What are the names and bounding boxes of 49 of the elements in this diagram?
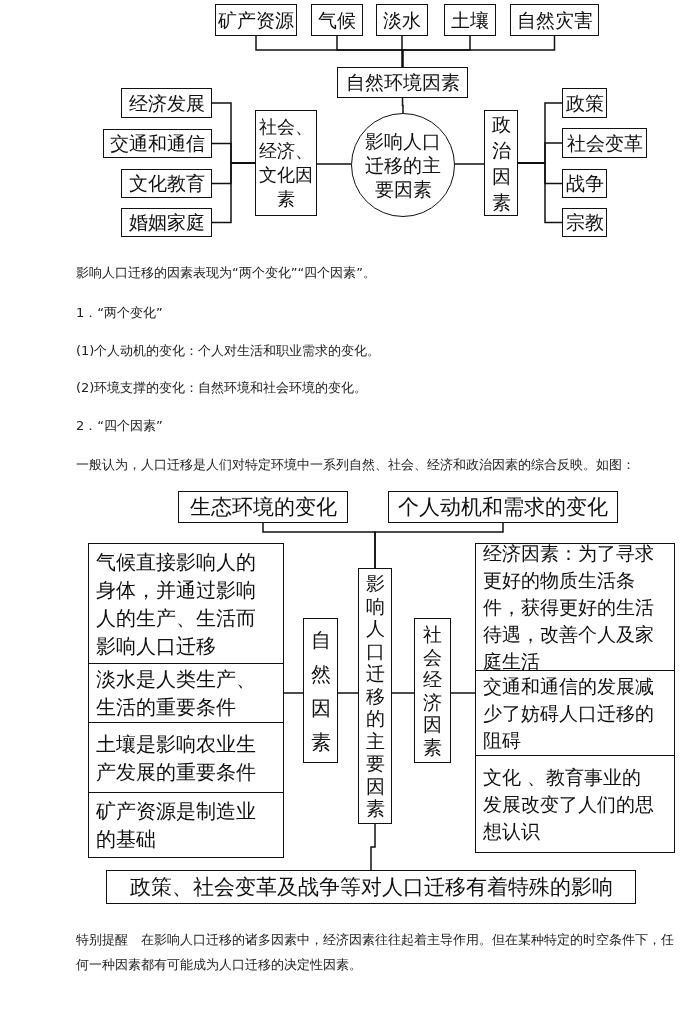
- paragraph: 1．“两个变化”: [76, 304, 164, 322]
- text-cell: 淡水是人类生产、生活的重要条件: [88, 663, 284, 723]
- text-box: 宗教: [562, 208, 607, 237]
- text-box: 淡水: [376, 4, 428, 36]
- connector-line: [401, 97, 404, 114]
- text-cell: 气候直接影响人的身体，并通过影响人的生产、生活而影响人口迁移: [88, 543, 284, 664]
- text-box: 经济发展: [121, 88, 212, 118]
- paragraph: 影响人口迁移的因素表现为“两个变化”“四个因素”。: [76, 264, 377, 282]
- circle-node: 影响人口迁移的主要因素: [351, 113, 455, 217]
- connector-line: [450, 692, 476, 694]
- paragraph: 2．“四个因素”: [76, 417, 164, 435]
- text-box: 交通和通信: [103, 129, 212, 158]
- text-box: 矿产资源: [215, 4, 297, 36]
- paragraph: (1)个人动机的变化：个人对生活和职业需求的变化。: [76, 342, 382, 360]
- text-box: 土壤: [444, 4, 496, 36]
- text-box: 社会经济因素: [414, 618, 451, 763]
- paragraph: 特别提醒 在影响人口迁移的诸多因素中，经济因素往往起着主导作用。但在某种特定的时空条件下，任何一种因素都有可能成为人口迁移的决定性因素。: [76, 931, 675, 974]
- text-box: 影响人口迁移的主要因素: [358, 568, 392, 824]
- text-box: 个人动机和需求的变化: [388, 491, 618, 523]
- text-box: 政策: [562, 88, 607, 118]
- text-cell: 土壤是影响农业生产发展的重要条件: [88, 722, 284, 793]
- text-box: 生态环境的变化: [178, 491, 348, 523]
- text-cell: 交通和通信的发展减少了妨碍人口迁移的阻碍: [475, 670, 675, 756]
- text-box: 自然因素: [303, 618, 338, 763]
- paragraph: 一般认为，人口迁移是人们对特定环境中一系列自然、社会、经济和政治因素的综合反映。如图：: [76, 456, 636, 474]
- text-box: 气候: [311, 4, 363, 36]
- text-box: 自然灾害: [510, 4, 599, 36]
- connector-line: [517, 162, 563, 224]
- connector-line: [374, 522, 504, 569]
- text-cell: 经济因素：为了寻求更好的物质生活条件，获得更好的生活待遇，改善个人及家庭生活: [475, 543, 675, 671]
- text-box: 政治因素: [484, 110, 518, 216]
- text-box: 战争: [562, 169, 607, 198]
- connector-line: [401, 35, 556, 68]
- text-box: 社会变革: [562, 128, 647, 158]
- connector-line: [337, 692, 359, 694]
- connector-line: [283, 692, 304, 694]
- connector-line: [370, 823, 376, 871]
- text-box: 文化教育: [121, 169, 212, 198]
- paragraph: (2)环境支撑的变化：自然环境和社会环境的变化。: [76, 379, 369, 397]
- text-cell: 文化 、教育事业的发展改变了人们的思想认识: [475, 755, 675, 853]
- text-cell: 矿产资源是制造业的基础: [88, 792, 284, 858]
- connector-line: [316, 163, 352, 165]
- text-box: 婚姻家庭: [121, 208, 212, 237]
- text-box: 社会、经济、文化因素: [255, 110, 317, 216]
- text-box: 政策、社会变革及战争等对人口迁移有着特殊的影响: [106, 870, 636, 904]
- text-box: 自然环境因素: [337, 67, 468, 98]
- connector-line: [211, 162, 256, 224]
- connector-line: [391, 692, 415, 694]
- connector-line: [454, 163, 485, 165]
